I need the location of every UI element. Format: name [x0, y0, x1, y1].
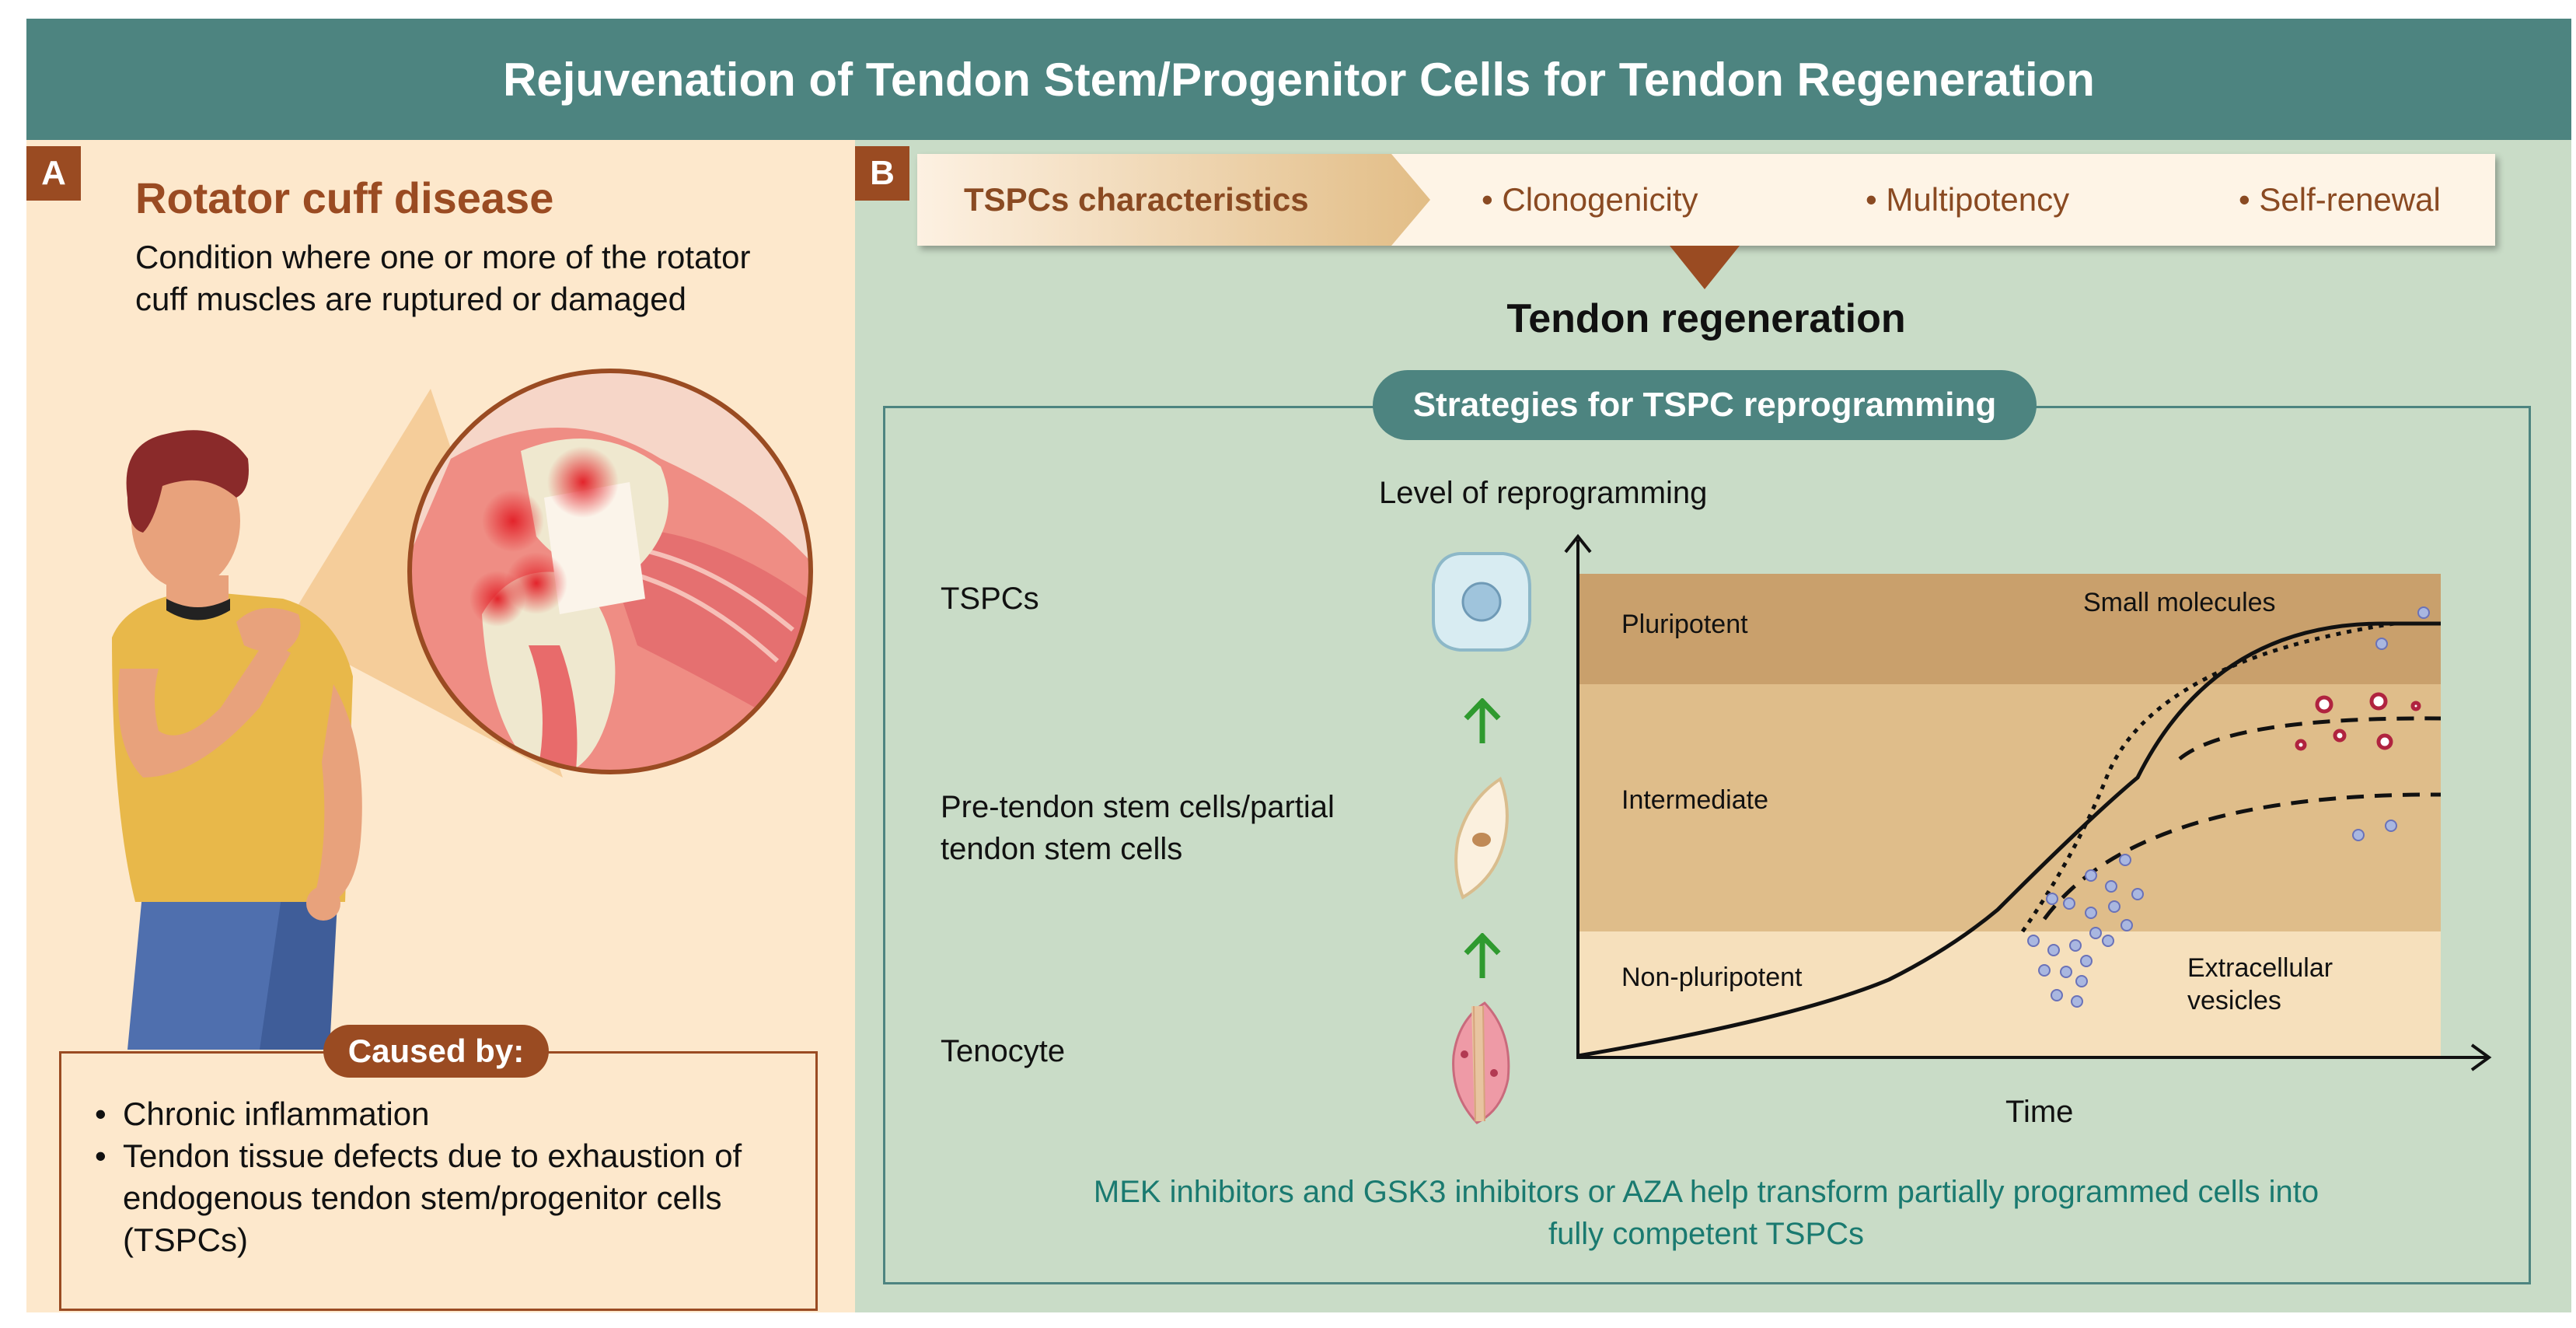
- up-arrow-icon: [1464, 933, 1501, 978]
- page-title: Rejuvenation of Tendon Stem/Progenitor C…: [503, 53, 2095, 106]
- characteristics-arrow-shape: [917, 154, 1430, 246]
- cause-item-2-line1: Tendon tissue defects due to exhaustion …: [123, 1138, 742, 1174]
- tspc-cell-icon: [1432, 552, 1531, 652]
- curve-intermediate-lower: [2042, 792, 2442, 921]
- vesicle-right: [2352, 606, 2430, 841]
- curve-small-molecules: [2020, 621, 2395, 933]
- cause-item-2-line2: endogenous tendon stem/progenitor cells: [123, 1179, 722, 1216]
- ev-label-line2: vesicles: [2187, 986, 2281, 1015]
- x-axis-label: Time: [2005, 1095, 2074, 1129]
- disease-description-line2: cuff muscles are ruptured or damaged: [135, 281, 686, 317]
- characteristic-clonogenicity: • Clonogenicity: [1482, 181, 1698, 218]
- curve-intermediate-upper: [2178, 716, 2442, 760]
- footnote-line1: MEK inhibitors and GSK3 inhibitors or AZ…: [1093, 1175, 2319, 1209]
- small-molecule-dots: [2295, 692, 2421, 751]
- small-molecules-label: Small molecules: [2083, 588, 2276, 617]
- footnote-line2: fully competent TSPCs: [1548, 1217, 1865, 1251]
- vesicle-cluster: [2027, 854, 2144, 1008]
- characteristic-self-renewal: • Self-renewal: [2239, 181, 2441, 218]
- zone-non-pluripotent: [1578, 931, 2441, 1057]
- zone-label-pluripotent: Pluripotent: [1621, 610, 1748, 639]
- characteristics-label: TSPCs characteristics: [964, 181, 1309, 218]
- caused-by-label: Caused by:: [323, 1025, 549, 1078]
- up-arrow-icon: [1464, 698, 1501, 743]
- cell-label-pretendon-line1: Pre-tendon stem cells/partial: [941, 790, 1335, 824]
- curve-full-reprogramming: [1577, 621, 2441, 1058]
- tenocyte-icon: [1452, 1001, 1510, 1124]
- reprogramming-plot: [1564, 533, 2492, 1071]
- pre-tendon-cell-icon: [1454, 776, 1509, 900]
- down-triangle-icon: [1670, 246, 1740, 289]
- strategies-label: Strategies for TSPC reprogramming: [1373, 370, 2037, 440]
- cell-label-tspcs: TSPCs: [941, 582, 1039, 616]
- cause-bullet-2: •: [95, 1138, 106, 1174]
- zone-label-intermediate: Intermediate: [1621, 785, 1768, 815]
- panel-b-tag: B: [855, 146, 909, 201]
- disease-description-line1: Condition where one or more of the rotat…: [135, 239, 751, 275]
- ev-label-line1: Extracellular: [2187, 953, 2333, 983]
- cause-item-1: Chronic inflammation: [123, 1096, 430, 1132]
- zone-label-non-pluripotent: Non-pluripotent: [1621, 963, 1803, 992]
- cell-label-tenocyte: Tenocyte: [941, 1034, 1066, 1068]
- y-axis-label: Level of reprogramming: [1379, 476, 1708, 510]
- shoulder-anatomy-icon: [407, 369, 813, 774]
- characteristic-multipotency: • Multipotency: [1866, 181, 2070, 218]
- cause-bullet-1: •: [95, 1096, 106, 1132]
- panel-a-tag: A: [26, 146, 81, 201]
- zone-pluripotent: [1578, 574, 2441, 684]
- cause-item-2-line3: (TSPCs): [123, 1221, 248, 1258]
- cell-label-pretendon-line2: tendon stem cells: [941, 832, 1183, 866]
- title-bar: Rejuvenation of Tendon Stem/Progenitor C…: [26, 19, 2571, 140]
- causes-box: [59, 1051, 818, 1311]
- disease-heading: Rotator cuff disease: [135, 173, 554, 222]
- outcome-heading: Tendon regeneration: [1506, 296, 1906, 341]
